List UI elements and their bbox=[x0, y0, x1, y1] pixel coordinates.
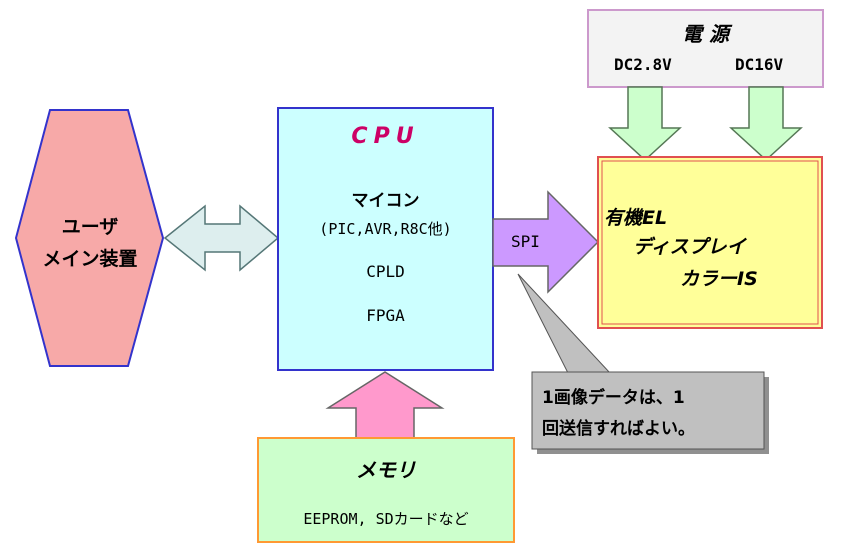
display-line3: カラーIS bbox=[680, 268, 758, 290]
display-box bbox=[597, 156, 823, 329]
power-voltage-1: DC2.8V bbox=[614, 55, 672, 74]
display-box-inner-border bbox=[601, 160, 819, 325]
user-device-hexagon bbox=[14, 109, 165, 367]
cpu-title: CPU bbox=[351, 124, 420, 149]
user-device-line1: ユーザ bbox=[61, 216, 119, 238]
bidirectional-arrow bbox=[163, 204, 280, 272]
power-title: 電 源 bbox=[682, 22, 729, 46]
memory-box bbox=[257, 437, 515, 543]
callout-line2: 回送信すればよい。 bbox=[542, 419, 695, 439]
cpu-examples: (PIC,AVR,R8C他) bbox=[319, 220, 452, 238]
display-line1: 有機EL bbox=[604, 207, 668, 229]
cpu-microcontroller: マイコン bbox=[351, 191, 420, 211]
callout-line1: 1画像データは、1 bbox=[542, 388, 685, 408]
memory-examples: EEPROM, SDカードなど bbox=[303, 510, 469, 528]
memory-arrow bbox=[325, 371, 445, 439]
power-voltage-2: DC16V bbox=[735, 55, 784, 74]
power-arrow-right bbox=[729, 86, 803, 162]
cpu-fpga: FPGA bbox=[366, 306, 405, 325]
cpu-cpld: CPLD bbox=[366, 262, 405, 281]
display-line2: ディスプレイ bbox=[633, 236, 746, 258]
cpu-box bbox=[277, 107, 494, 371]
callout-pointer bbox=[517, 273, 612, 374]
memory-title: メモリ bbox=[356, 458, 416, 482]
spi-label: SPI bbox=[511, 232, 540, 251]
power-arrow-left bbox=[608, 86, 682, 162]
power-box bbox=[587, 9, 824, 88]
callout-box bbox=[531, 371, 765, 450]
user-device-line2: メイン装置 bbox=[42, 248, 138, 270]
spi-arrow bbox=[492, 190, 600, 294]
